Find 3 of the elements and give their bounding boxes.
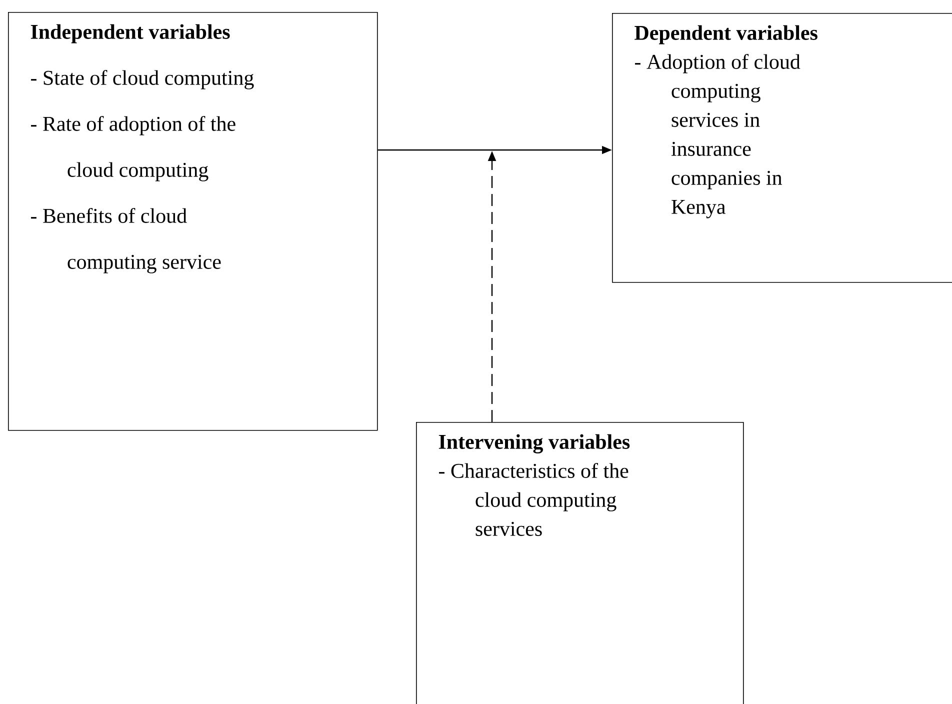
variable-box: Intervening variables - Characteristics of the cloud computing services [416, 422, 744, 704]
variable-box: Dependent variables - Adoption of cloud computing services in insurance companies in Kenya [612, 13, 952, 283]
variable-box: Independent variables - State of cloud computing - Rate of adoption of the cloud computing - Benefits of cloud computing service [8, 12, 378, 431]
